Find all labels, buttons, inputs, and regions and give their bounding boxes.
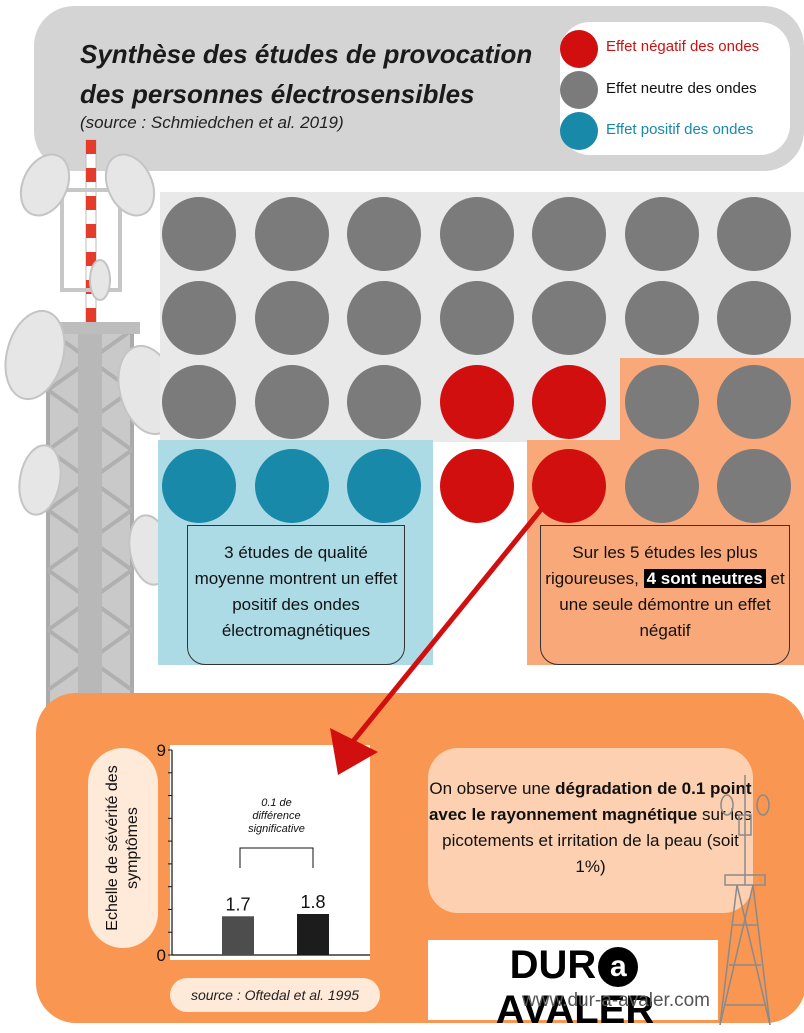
title-line-1: Synthèse des études de provocation <box>80 39 533 69</box>
rigorous-caption-highlight: 4 sont neutres <box>643 569 766 588</box>
study-circle-neutral <box>624 365 699 439</box>
antenna-tower-illustration <box>4 139 179 730</box>
positive-studies-caption: 3 études de qualité moyenne montrent un … <box>187 525 405 665</box>
legend-label-neutral: Effet neutre des ondes <box>606 80 757 97</box>
brand-box <box>428 940 718 1020</box>
study-circle-negative <box>439 365 514 439</box>
observation-text: On observe une dégradation de 0.1 point … <box>428 748 753 913</box>
study-circle-positive <box>254 449 329 523</box>
rigorous-caption-part1: Sur les 5 études les plus rigoureuses, <box>545 543 758 588</box>
study-circle-neutral <box>347 365 421 439</box>
study-circle-neutral <box>162 281 236 355</box>
legend: Effet négatif des ondes Effet neutre des… <box>560 22 790 155</box>
study-circle-neutral <box>624 197 699 271</box>
chart-plot-area <box>170 745 370 960</box>
study-circle-neutral <box>439 197 514 271</box>
study-circle-neutral <box>717 281 791 355</box>
study-circle-neutral <box>532 197 606 271</box>
brand-name-left: DUR <box>509 943 597 987</box>
study-circle-neutral <box>439 281 514 355</box>
study-circle-neutral <box>624 449 699 523</box>
brand-name-right: AVALER <box>495 988 655 1032</box>
legend-label-positive: Effet positif des ondes <box>606 121 754 138</box>
brand-url: www.dur-a-avaler.com <box>522 990 710 1011</box>
chart-source: source : Oftedal et al. 1995 <box>170 978 380 1012</box>
bar <box>297 914 329 955</box>
title-line-2: des personnes électrosensibles <box>80 79 475 109</box>
legend-dot-neutral <box>560 71 598 109</box>
page-title: Synthèse des études de provocation des p… <box>80 34 550 114</box>
study-circle-neutral <box>254 197 329 271</box>
rigorous-studies-caption: Sur les 5 études les plus rigoureuses, 4… <box>540 525 790 665</box>
bar-data-label: 1.7 <box>225 894 250 914</box>
observation-bold: dégradation de 0.1 point avec le rayonne… <box>428 779 752 824</box>
significance-annotation: différence <box>252 810 300 822</box>
study-circle-positive <box>347 449 421 523</box>
legend-label-negative: Effet négatif des ondes <box>606 38 760 55</box>
red-arrow <box>330 494 554 775</box>
study-circle-positive <box>162 449 236 523</box>
y-axis-label-pill <box>88 748 158 948</box>
study-circle-negative <box>532 449 606 523</box>
study-circle-neutral <box>254 281 329 355</box>
study-circle-neutral <box>162 197 236 271</box>
study-circle-neutral <box>347 197 421 271</box>
legend-dot-negative <box>560 30 598 68</box>
significance-bracket <box>239 847 314 868</box>
study-circle-negative <box>439 449 514 523</box>
study-circle-neutral <box>624 281 699 355</box>
study-circle-neutral <box>532 281 606 355</box>
observation-part1: On observe une <box>429 779 556 798</box>
legend-dot-positive <box>560 112 598 150</box>
significance-annotation: significative <box>248 823 305 835</box>
y-tick-label: 0 <box>157 946 166 965</box>
y-tick-label: 9 <box>157 741 166 760</box>
study-circle-negative <box>532 365 606 439</box>
significance-annotation: 0.1 de <box>261 797 292 809</box>
small-tower-icon <box>719 775 771 1025</box>
study-circle-neutral <box>717 365 791 439</box>
study-circle-neutral <box>162 365 236 439</box>
bar <box>222 916 254 955</box>
study-circle-neutral <box>717 197 791 271</box>
title-source: (source : Schmiedchen et al. 2019) <box>80 113 344 132</box>
y-axis-label: Echelle de sévérité des symptômes <box>104 765 141 931</box>
study-circle-neutral <box>254 365 329 439</box>
bar-data-label: 1.8 <box>300 892 325 912</box>
study-circle-neutral <box>347 281 421 355</box>
brand-name-mid: a <box>598 947 639 988</box>
rigorous-caption-part2: et une seule démontre un effet négatif <box>559 569 785 640</box>
study-circle-neutral <box>717 449 791 523</box>
